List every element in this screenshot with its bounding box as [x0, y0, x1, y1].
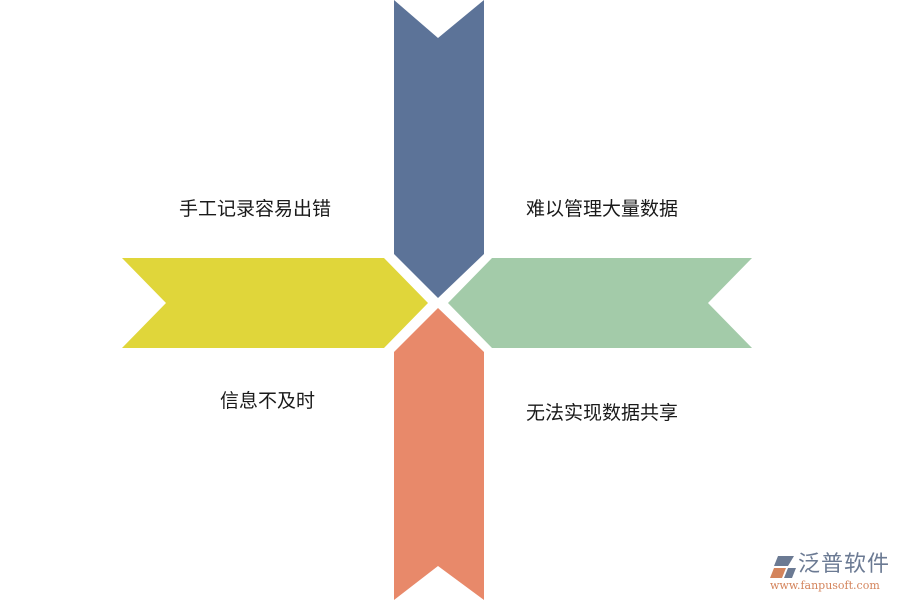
brand-logo-icon	[770, 556, 796, 578]
bottom-arrow	[394, 308, 484, 600]
label-data-management: 难以管理大量数据	[526, 198, 679, 220]
watermark-logo: 泛普软件 www.fanpusoft.com	[768, 552, 898, 598]
brand-url: www.fanpusoft.com	[770, 579, 880, 592]
label-data-sharing: 无法实现数据共享	[526, 402, 679, 424]
brand-name: 泛普软件	[798, 552, 891, 577]
top-arrow	[394, 0, 484, 298]
left-arrow	[122, 258, 428, 348]
label-info-delay: 信息不及时	[220, 390, 316, 412]
right-arrow	[448, 258, 752, 348]
label-manual-errors: 手工记录容易出错	[179, 198, 332, 220]
